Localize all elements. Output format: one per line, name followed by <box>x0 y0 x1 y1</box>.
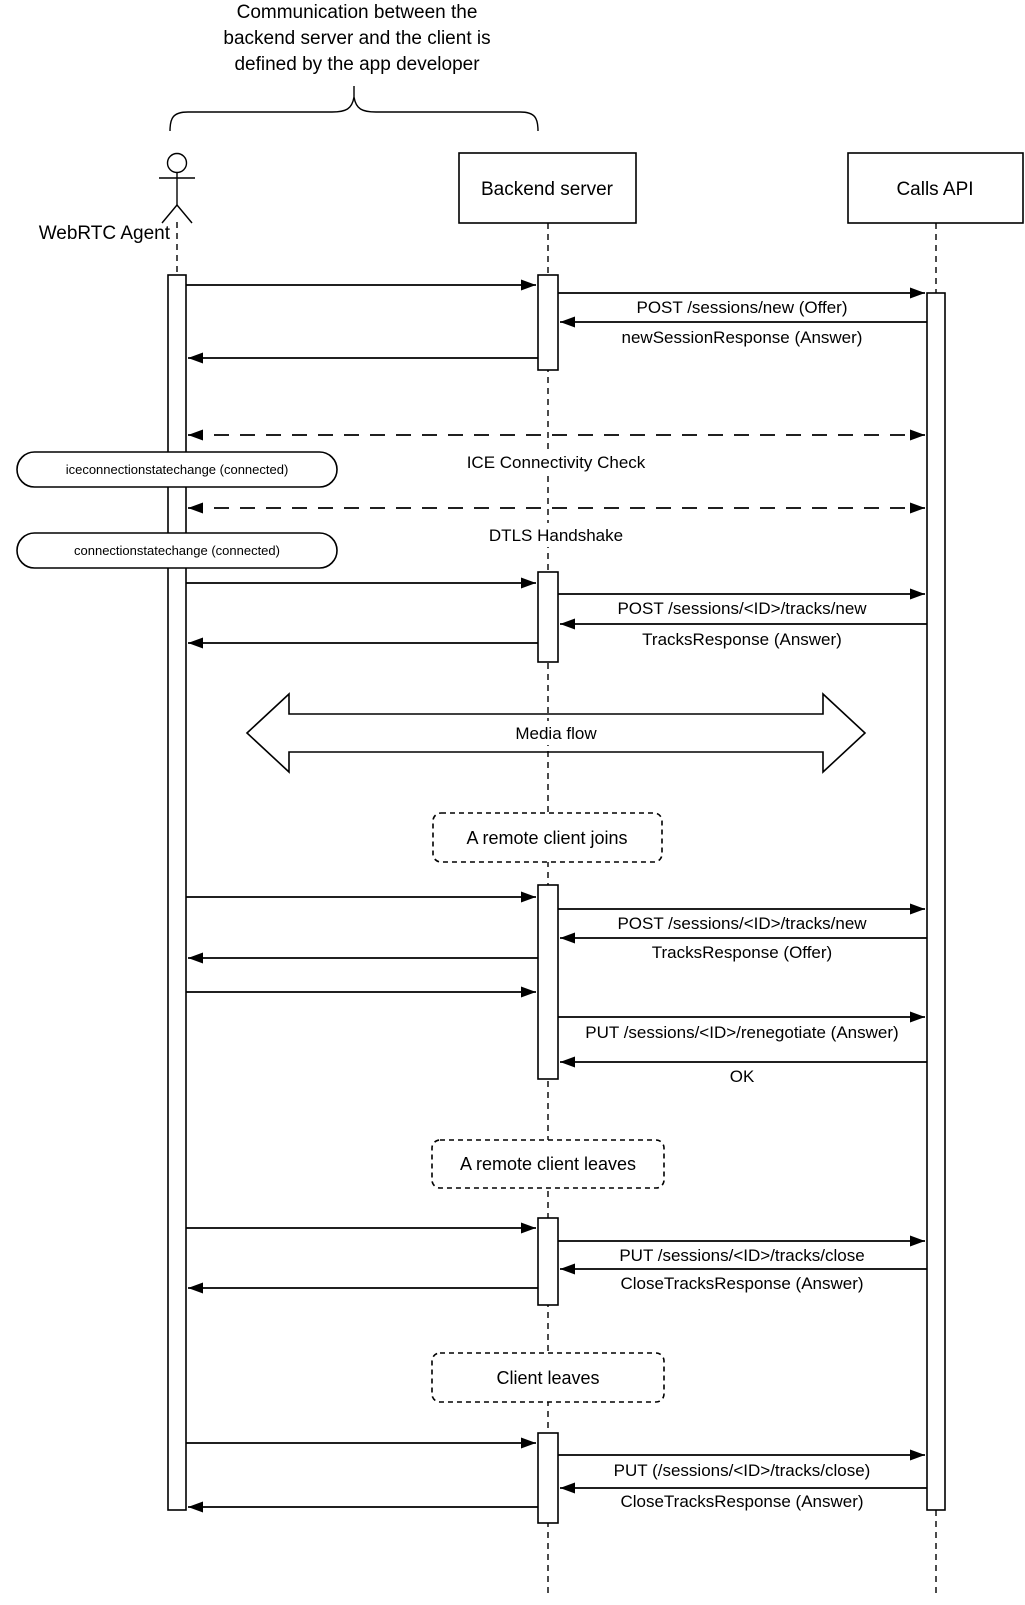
message-group-client-leaves: PUT (/sessions/<ID>/tracks/close) CloseT… <box>186 1437 927 1513</box>
annotation-label-remote-leaves: A remote client leaves <box>460 1154 636 1174</box>
actor-leg-right <box>176 204 193 224</box>
participant-label-backend: Backend server <box>481 179 614 200</box>
label-close-tracks-response-2: CloseTracksResponse (Answer) <box>620 1492 863 1511</box>
activation-bar-backend-3 <box>537 884 559 1080</box>
label-post-sessions-new: POST /sessions/new (Offer) <box>637 298 848 317</box>
label-put-tracks-close: PUT /sessions/<ID>/tracks/close <box>619 1246 864 1265</box>
message-group-remote-joins: POST /sessions/<ID>/tracks/new TracksRes… <box>186 891 927 1086</box>
activation-bar-backend-5 <box>537 1432 559 1524</box>
annotation-remote-client-leaves: A remote client leaves <box>431 1139 665 1189</box>
activation-bar-backend-4 <box>537 1217 559 1306</box>
curly-brace <box>169 86 539 132</box>
media-flow: Media flow <box>245 692 867 774</box>
pill-ice-state <box>16 451 338 488</box>
event-callout-connectionstatechange: connectionstatechange (connected) <box>16 532 338 569</box>
annotation-label-client-leaves: Client leaves <box>496 1368 599 1388</box>
annotation-box-remote-joins <box>432 812 663 863</box>
label-put-renegotiate: PUT /sessions/<ID>/renegotiate (Answer) <box>585 1023 898 1042</box>
label-tracks-response-answer: TracksResponse (Answer) <box>642 630 842 649</box>
note-line-1: Communication between the <box>237 2 478 23</box>
participant-webrtc-agent: WebRTC Agent <box>39 152 195 244</box>
label-ice-connectivity-check: ICE Connectivity Check <box>467 453 646 472</box>
note-line-3: defined by the app developer <box>234 54 480 75</box>
label-bg-ice <box>458 450 654 474</box>
activation-bar-backend-1 <box>537 274 559 371</box>
pill-label-ice-state: iceconnectionstatechange (connected) <box>66 462 289 477</box>
label-media-flow: Media flow <box>515 724 597 743</box>
event-callout-iceconnectionstatechange: iceconnectionstatechange (connected) <box>16 451 338 488</box>
pill-conn-state <box>16 532 338 569</box>
note-line-2: backend server and the client is <box>223 28 490 49</box>
label-tracks-response-offer: TracksResponse (Offer) <box>652 943 832 962</box>
activation-bar-calls <box>926 292 946 1511</box>
label-bg-media-flow <box>498 721 614 745</box>
label-post-tracks-new-1: POST /sessions/<ID>/tracks/new <box>617 599 867 618</box>
message-group-session-new: POST /sessions/new (Offer) newSessionRes… <box>186 279 927 364</box>
label-bg-dtls <box>484 523 628 547</box>
label-dtls-handshake: DTLS Handshake <box>489 526 623 545</box>
annotation-remote-client-joins: A remote client joins <box>432 812 663 863</box>
annotation-box-remote-leaves <box>431 1139 665 1189</box>
label-new-session-response: newSessionResponse (Answer) <box>622 328 863 347</box>
label-put-tracks-close-parens: PUT (/sessions/<ID>/tracks/close) <box>614 1461 871 1480</box>
participant-box-calls <box>847 152 1024 224</box>
activation-bar-backend-2 <box>537 571 559 663</box>
title-note: Communication between the backend server… <box>169 2 539 132</box>
actor-icon <box>159 152 195 224</box>
activation-bar-agent <box>167 274 187 1511</box>
annotation-label-remote-joins: A remote client joins <box>466 828 627 848</box>
participant-box-backend <box>458 152 637 224</box>
actor-leg-left <box>161 204 178 224</box>
media-flow-arrow <box>245 692 867 774</box>
message-group-ice-dtls: ICE Connectivity Check DTLS Handshake ic… <box>16 429 925 569</box>
label-close-tracks-response-1: CloseTracksResponse (Answer) <box>620 1274 863 1293</box>
label-post-tracks-new-2: POST /sessions/<ID>/tracks/new <box>617 914 867 933</box>
actor-head <box>166 152 188 174</box>
pill-label-conn-state: connectionstatechange (connected) <box>74 543 280 558</box>
annotation-client-leaves: Client leaves <box>431 1352 665 1403</box>
participant-backend-server: Backend server <box>458 152 637 224</box>
activation-bars <box>167 274 946 1524</box>
annotation-box-client-leaves <box>431 1352 665 1403</box>
participant-label-calls: Calls API <box>896 179 973 200</box>
label-ok: OK <box>730 1067 755 1086</box>
message-group-tracks-new: POST /sessions/<ID>/tracks/new TracksRes… <box>186 577 927 649</box>
participant-label-agent: WebRTC Agent <box>39 223 171 244</box>
participant-calls-api: Calls API <box>847 152 1024 224</box>
message-group-remote-leaves: PUT /sessions/<ID>/tracks/close CloseTra… <box>186 1222 927 1294</box>
